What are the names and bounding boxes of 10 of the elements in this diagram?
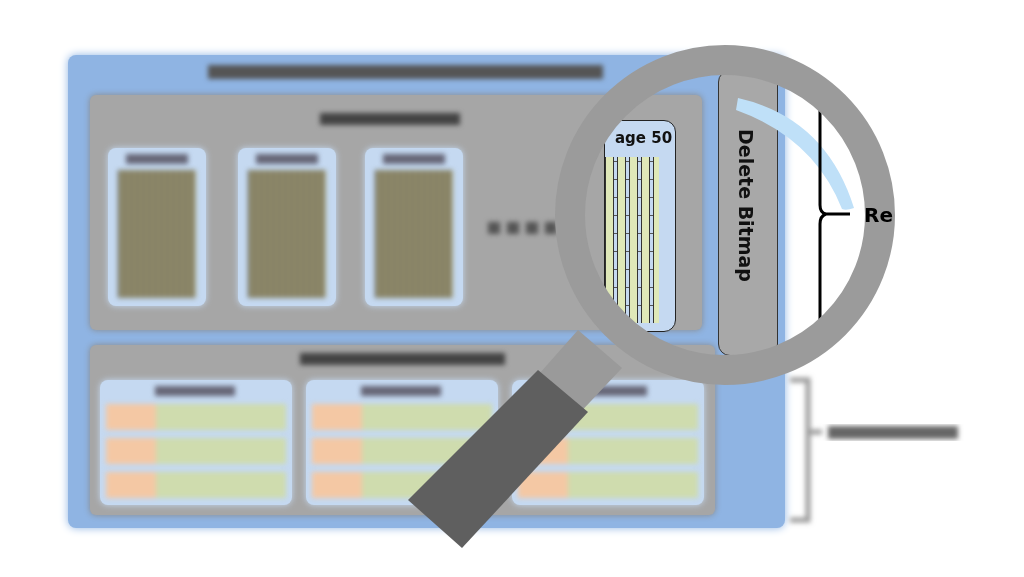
delta-rowgroup-box: [100, 380, 292, 505]
rowgroup-box: [365, 148, 463, 306]
table-panel: [68, 55, 785, 528]
rowgroup-box: [238, 148, 336, 306]
rowgroup-box: [108, 148, 206, 306]
rowgroup-box: [604, 120, 676, 332]
box-title: age 50: [615, 129, 673, 147]
box-title: Delete Bitmap: [735, 129, 757, 282]
side-label: Re: [864, 203, 893, 227]
columnstore-panel: [90, 95, 702, 330]
